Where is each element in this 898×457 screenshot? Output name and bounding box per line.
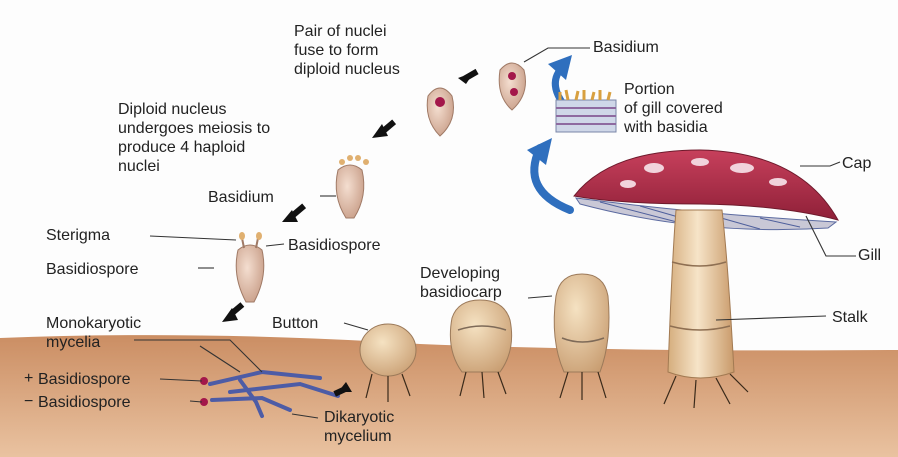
- label-plus-basidiospore: Basidiospore: [38, 370, 131, 389]
- gill-portion-illustration: [556, 90, 616, 132]
- label-basidiospore-mid: Basidiospore: [288, 236, 381, 255]
- label-basidiospore-left: Basidiospore: [46, 260, 139, 279]
- label-minus-basidiospore: Basidiospore: [38, 393, 131, 412]
- basidiocarp-medium: [450, 300, 511, 372]
- label-pair-of-nuclei: Pair of nuclei fuse to form diploid nucl…: [294, 22, 400, 79]
- label-diploid-meiosis: Diploid nucleus undergoes meiosis to pro…: [118, 100, 270, 176]
- label-basidium-top: Basidium: [593, 38, 659, 57]
- label-portion-of-gill: Portion of gill covered with basidia: [624, 80, 723, 137]
- label-sterigma: Sterigma: [46, 226, 110, 245]
- soil: [0, 335, 898, 457]
- spore-basidium: [236, 232, 264, 302]
- label-developing-basidiocarp: Developing basidiocarp: [420, 264, 502, 302]
- meiosis-basidium: [336, 155, 369, 218]
- basidium-top-cell: [499, 63, 525, 110]
- label-button: Button: [272, 314, 318, 333]
- label-minus-sign: −: [24, 392, 33, 411]
- mushroom-stalk: [668, 210, 734, 378]
- label-plus-sign: +: [24, 369, 33, 388]
- diploid-cell: [427, 88, 453, 136]
- label-basidium-mid: Basidium: [208, 188, 274, 207]
- label-monokaryotic-mycelia: Monokaryotic mycelia: [46, 314, 141, 352]
- label-stalk: Stalk: [832, 308, 868, 327]
- label-dikaryotic-mycelium: Dikaryotic mycelium: [324, 408, 394, 446]
- button-body: [360, 324, 416, 376]
- basidiocarp-tall: [554, 274, 609, 372]
- label-gill: Gill: [858, 246, 881, 265]
- label-cap: Cap: [842, 154, 871, 173]
- blue-arrowhead-down: [527, 138, 552, 165]
